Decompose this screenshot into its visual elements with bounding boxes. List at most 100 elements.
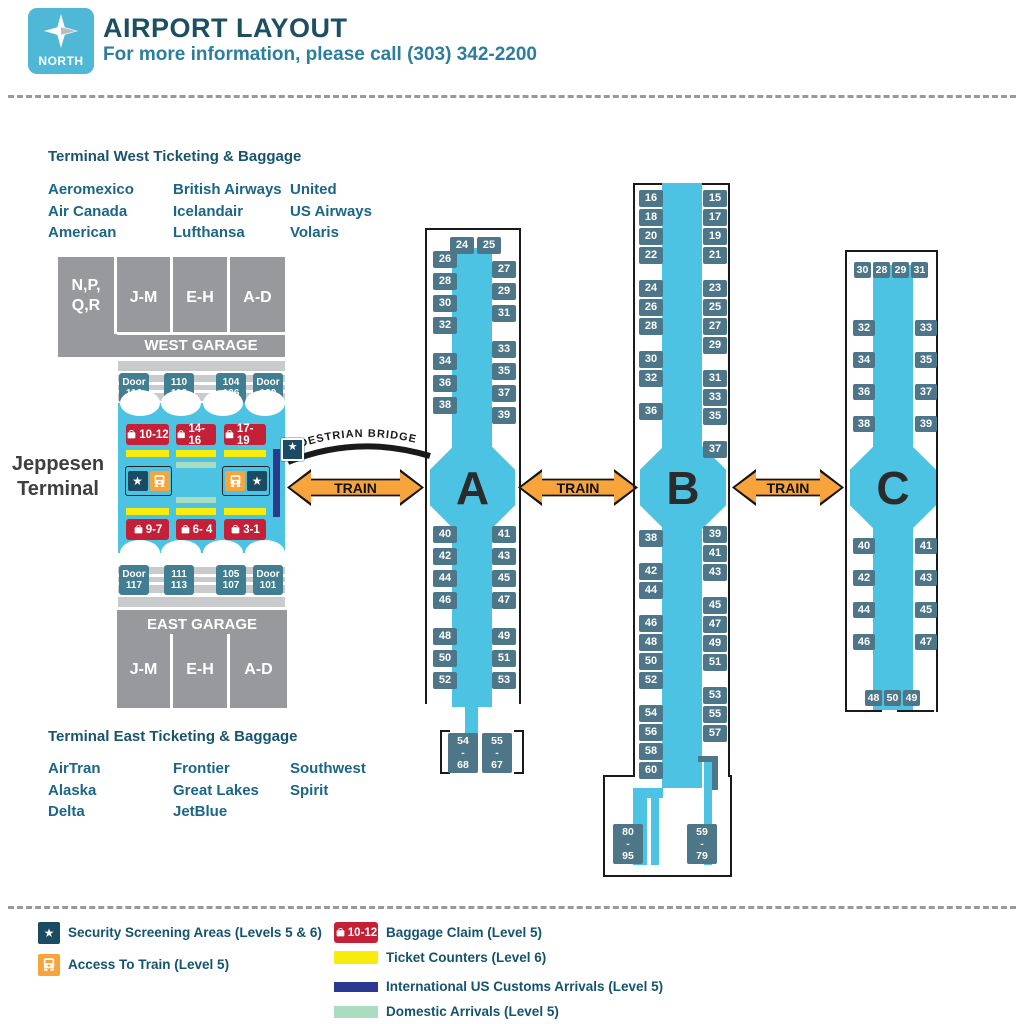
ticket-counter-bar (176, 508, 216, 515)
gate-35: 35 (492, 363, 516, 380)
west-garage-section-jm: J-M (129, 289, 158, 306)
airline: Volaris (290, 224, 339, 241)
legend-ticket-label: Ticket Counters (Level 6) (386, 950, 547, 965)
gate-15: 15 (703, 190, 727, 207)
west-garage-section-ad: A-D (243, 289, 272, 306)
roof-scallop (203, 540, 243, 566)
gate-25: 25 (703, 299, 727, 316)
gate-38: 38 (853, 416, 875, 432)
gate-51: 51 (492, 650, 516, 667)
page-subtitle: For more information, please call (303) … (103, 44, 538, 65)
roof-scallop (245, 540, 285, 566)
north-compass: NORTH (28, 8, 94, 74)
baggage-claim-9-7: 9-7 (126, 519, 169, 540)
concourse-b-connector (633, 788, 663, 798)
west-garage-section-npqr: N,P, Q,R (71, 277, 101, 314)
roof-scallop (203, 390, 243, 416)
gate-43: 43 (703, 564, 727, 581)
compass-north-label: NORTH (38, 54, 84, 68)
legend-ticket-swatch (334, 951, 378, 964)
garage-gap (227, 257, 230, 334)
security-star-icon: ★ (247, 471, 267, 491)
train-label: TRAIN (766, 479, 810, 496)
compass-needle-icon (61, 27, 76, 35)
concourse-a-outline (425, 228, 521, 704)
baggage-range: 17-19 (236, 422, 254, 447)
gate-20: 20 (639, 228, 663, 245)
east-garage-section-eh: E-H (186, 661, 214, 678)
ticket-counter-bar (224, 450, 266, 457)
east-airlines-col-3: Southwest Spirit (290, 758, 366, 801)
concourse-c-outline-bottom (845, 710, 882, 712)
baggage-claim-3-1: 3-1 (224, 519, 266, 540)
west-garage-label: WEST GARAGE (144, 337, 258, 354)
gate-bracket (514, 730, 524, 774)
gate-46: 46 (853, 634, 875, 650)
gate-49: 49 (903, 690, 920, 706)
baggage-range: 10-12 (139, 428, 169, 441)
roof-scallop (245, 390, 285, 416)
baggage-claim-10-12: 10-12 (126, 424, 169, 445)
west-airlines-col-2: British Airways Icelandair Lufthansa (173, 179, 282, 244)
west-airlines-col-3: United US Airways Volaris (290, 179, 372, 244)
baggage-claim-14-16: 14-16 (176, 423, 216, 447)
west-garage-section-eh: E-H (186, 289, 214, 306)
gate-33: 33 (492, 341, 516, 358)
gate-80-95: 80 - 95 (613, 824, 643, 864)
gate-49: 49 (703, 635, 727, 652)
legend-train-label: Access To Train (Level 5) (68, 957, 230, 972)
east-garage-section-ad: A-D (244, 661, 273, 678)
gate-46: 46 (433, 592, 457, 609)
east-airlines-col-1: AirTran Alaska Delta (48, 758, 101, 823)
gate-56: 56 (639, 724, 663, 741)
airline: Great Lakes (173, 781, 259, 799)
gate-45: 45 (915, 602, 937, 618)
gate-36: 36 (853, 384, 875, 400)
security-star-icon: ★ (127, 471, 148, 491)
gate-50: 50 (433, 650, 457, 667)
gate-42: 42 (433, 548, 457, 565)
gate-bracket (440, 730, 450, 774)
gate-37: 37 (703, 441, 727, 458)
train-arrow-a-b: TRAIN (518, 469, 638, 506)
door-117: Door 117 (119, 565, 149, 595)
airline: Icelandair (173, 202, 244, 220)
gate-37: 37 (915, 384, 937, 400)
gate-24: 24 (639, 280, 663, 297)
ticket-counter-bar (126, 450, 169, 457)
airline: Frontier (173, 760, 230, 777)
gate-53: 53 (492, 672, 516, 689)
concourse-a-letter: A (455, 461, 490, 514)
gate-39: 39 (492, 407, 516, 424)
baggage-range: 3-1 (243, 523, 260, 536)
gate-24: 24 (450, 237, 474, 254)
east-garage-label: EAST GARAGE (146, 616, 257, 633)
gate-37: 37 (492, 385, 516, 402)
suitcase-icon (335, 928, 345, 937)
gate-55---67: 55 - 67 (482, 733, 512, 773)
concourse-b-outline-lower (603, 775, 732, 877)
airline: Southwest (290, 760, 366, 777)
roof-scallop (161, 390, 201, 416)
gate-57: 57 (703, 725, 727, 742)
gate-42: 42 (853, 570, 875, 586)
legend-baggage-badge: 10-12 (334, 922, 378, 943)
gate-38: 38 (433, 397, 457, 414)
gate-46: 46 (639, 615, 663, 632)
concourse-c-outline (845, 250, 938, 712)
door-105-107: 105 107 (216, 565, 246, 595)
gate-40: 40 (853, 538, 875, 554)
